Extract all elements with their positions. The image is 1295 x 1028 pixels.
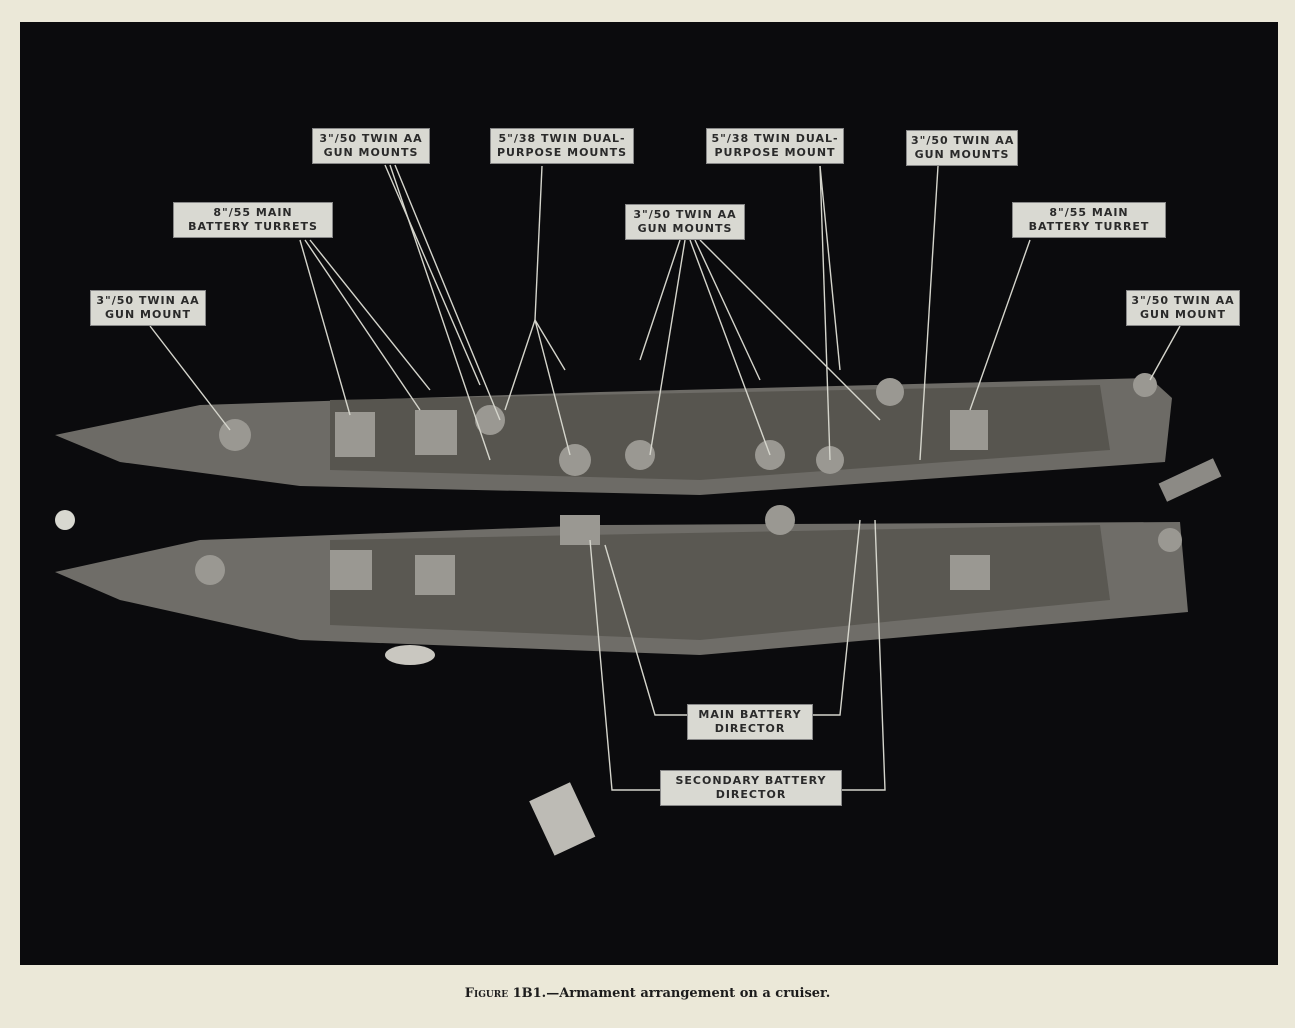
leader-lines	[149, 164, 1181, 791]
boat	[1158, 458, 1222, 502]
label-line: SECONDARY BATTERY	[675, 774, 827, 787]
label-line: BATTERY TURRETS	[188, 220, 318, 233]
label-line: DIRECTOR	[714, 722, 786, 735]
label-line: GUN MOUNTS	[323, 146, 419, 159]
label-line: 3"/50 TWIN AA	[1131, 294, 1235, 307]
label-line: GUN MOUNTS	[914, 148, 1010, 161]
ships-illustration	[55, 164, 1222, 856]
label-line: BATTERY TURRET	[1028, 220, 1150, 233]
barge	[529, 782, 596, 856]
label-line: 3"/50 TWIN AA	[633, 208, 737, 221]
label-line: 3"/50 TWIN AA	[319, 132, 423, 145]
label-line: 8"/55 MAIN	[1049, 206, 1129, 219]
label-dual-purpose-mounts: 5"/38 TWIN DUAL-PURPOSE MOUNTS	[490, 128, 634, 164]
label-line: PURPOSE MOUNT	[714, 146, 836, 159]
caption-text: —Armament arrangement on a cruiser.	[546, 986, 831, 1001]
label-line: GUN MOUNT	[105, 308, 191, 321]
label-line: 3"/50 TWIN AA	[96, 294, 200, 307]
label-line: MAIN BATTERY	[698, 708, 802, 721]
label-line: 5"/38 TWIN DUAL-	[711, 132, 839, 145]
small-boat	[385, 645, 435, 665]
label-line: 8"/55 MAIN	[213, 206, 293, 219]
figure-number: Figure 1B1.	[464, 986, 547, 1001]
label-line: GUN MOUNTS	[637, 222, 733, 235]
label-line: 5"/38 TWIN DUAL-	[498, 132, 626, 145]
label-line: GUN MOUNT	[1140, 308, 1226, 321]
label-line: DIRECTOR	[715, 788, 787, 801]
figure-caption: Figure 1B1.—Armament arrangement on a cr…	[0, 986, 1295, 1001]
label-dual-purpose-mount: 5"/38 TWIN DUAL-PURPOSE MOUNT	[706, 128, 844, 164]
label-line: PURPOSE MOUNTS	[496, 146, 627, 159]
label-line: 3"/50 TWIN AA	[911, 134, 1015, 147]
